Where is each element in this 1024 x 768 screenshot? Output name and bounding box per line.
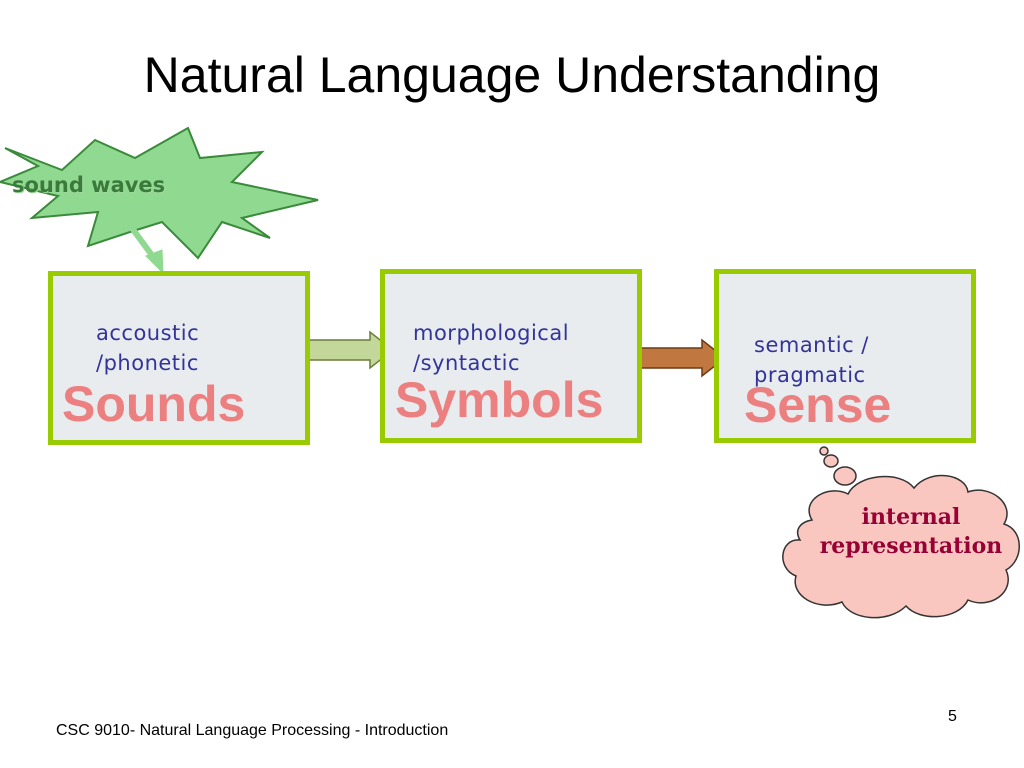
- burst-connector-line: [123, 218, 157, 260]
- level-label-line: accoustic: [96, 321, 200, 345]
- sound-waves-label: sound waves: [12, 173, 166, 197]
- burst-connector-arrowhead: [145, 249, 164, 275]
- internal-representation-cloud: [782, 474, 1020, 619]
- stage-word-sense: Sense: [744, 377, 892, 433]
- level-label-line: pragmatic: [754, 363, 866, 387]
- cloud-label: internal representation: [796, 503, 1024, 561]
- stage-word-sounds: Sounds: [62, 376, 246, 432]
- level-label-symbols: morphological /syntactic: [413, 318, 569, 378]
- slide-title: Natural Language Understanding: [143, 47, 881, 103]
- arrow-symbols-to-sense: [639, 338, 727, 378]
- sound-waves-burst: [0, 126, 319, 260]
- level-label-sounds: accoustic /phonetic: [96, 318, 199, 378]
- level-label-line: /syntactic: [413, 351, 521, 375]
- stage-word-symbols: Symbols: [395, 372, 604, 428]
- page-number: 5: [948, 708, 957, 725]
- level-label-line: semantic /: [754, 333, 869, 357]
- thought-bubble-large: [833, 466, 857, 486]
- stage-box-sounds: [48, 271, 310, 445]
- thought-bubble-small: [819, 446, 829, 456]
- stage-box-symbols: [380, 269, 642, 443]
- level-label-sense: semantic / pragmatic: [754, 330, 869, 390]
- cloud-label-line: internal: [861, 504, 961, 530]
- thought-bubble-medium: [823, 454, 839, 468]
- stage-box-sense: [714, 269, 976, 443]
- footer-text: CSC 9010- Natural Language Processing - …: [56, 722, 449, 739]
- cloud-label-line: representation: [819, 533, 1003, 559]
- level-label-line: /phonetic: [96, 351, 199, 375]
- level-label-line: morphological: [413, 321, 570, 345]
